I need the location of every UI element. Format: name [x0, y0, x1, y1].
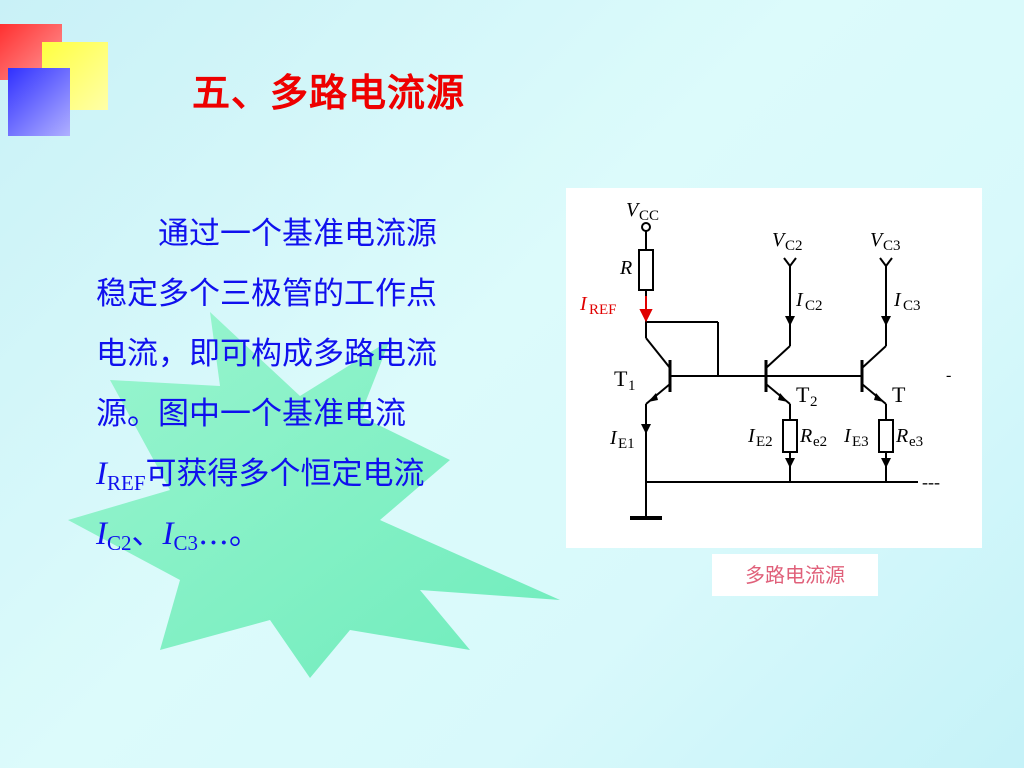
- re2-label: R: [799, 425, 812, 447]
- ic3-symbol: I: [162, 516, 174, 552]
- ic3-subscript: C3: [173, 531, 199, 555]
- paragraph-line-5: IREF可获得多个恒定电流: [96, 444, 546, 504]
- circuit-diagram: V CC V C2 V C3 R I REF I C2 I C3 T 1 T 2…: [579, 199, 951, 520]
- resistor-r-label: R: [619, 257, 632, 279]
- ic2-subscript: C2: [107, 531, 132, 555]
- t1-subscript: 1: [628, 378, 636, 394]
- ie1-subscript: E1: [618, 436, 635, 452]
- ellipsis: …。: [198, 516, 261, 552]
- separator: 、: [131, 516, 163, 552]
- iref-label: I: [579, 293, 588, 315]
- paragraph-line-1: 通过一个基准电流源: [158, 216, 437, 252]
- paragraph-line-6: IC2、IC3…。: [96, 504, 546, 564]
- vc2-label: V: [772, 229, 787, 251]
- circuit-panel: V CC V C2 V C3 R I REF I C2 I C3 T 1 T 2…: [566, 188, 982, 548]
- t1-label: T: [614, 366, 628, 391]
- paragraph-line-3: 电流，即可构成多路电流: [96, 336, 437, 372]
- ie2-label: I: [747, 425, 756, 447]
- paragraph-line-5-text: 可获得多个恒定电流: [145, 456, 425, 492]
- ic3-label: I: [893, 289, 902, 311]
- ie3-label: I: [843, 425, 852, 447]
- figure-caption: 多路电流源: [712, 554, 878, 596]
- right-dash: -: [946, 367, 951, 384]
- re3-subscript: e3: [909, 434, 923, 450]
- vcc-label: V: [626, 199, 641, 221]
- paragraph-line-2: 稳定多个三极管的工作点: [96, 276, 437, 312]
- ie1-label: I: [609, 427, 618, 449]
- ie3-subscript: E3: [852, 434, 869, 450]
- re2-subscript: e2: [813, 434, 827, 450]
- ic2-label: I: [795, 289, 804, 311]
- slide-title: 五、多路电流源: [192, 71, 466, 115]
- vc3-label: V: [870, 229, 885, 251]
- re3-label: R: [895, 425, 908, 447]
- ie2-subscript: E2: [756, 434, 773, 450]
- iref-subscript: REF: [107, 471, 146, 495]
- vcc-subscript: CC: [639, 208, 659, 224]
- t3-label: T: [892, 382, 906, 407]
- ic2-label-subscript: C2: [805, 298, 823, 314]
- vc2-subscript: C2: [785, 238, 803, 254]
- ic3-label-subscript: C3: [903, 298, 921, 314]
- t2-subscript: 2: [810, 394, 818, 410]
- decor-blue-square: [8, 68, 70, 136]
- starburst-shape: [68, 312, 560, 678]
- continuation-dashes: ---: [922, 472, 940, 492]
- iref-symbol: I: [96, 456, 107, 492]
- t2-label: T: [796, 382, 810, 407]
- ic2-symbol: I: [96, 516, 107, 552]
- paragraph-line-4: 源。图中一个基准电流: [96, 396, 406, 432]
- slide-paragraph: 通过一个基准电流源 稳定多个三极管的工作点 电流，即可构成多路电流 源。图中一个…: [96, 204, 546, 564]
- iref-label-subscript: REF: [589, 302, 617, 318]
- vc3-subscript: C3: [883, 238, 901, 254]
